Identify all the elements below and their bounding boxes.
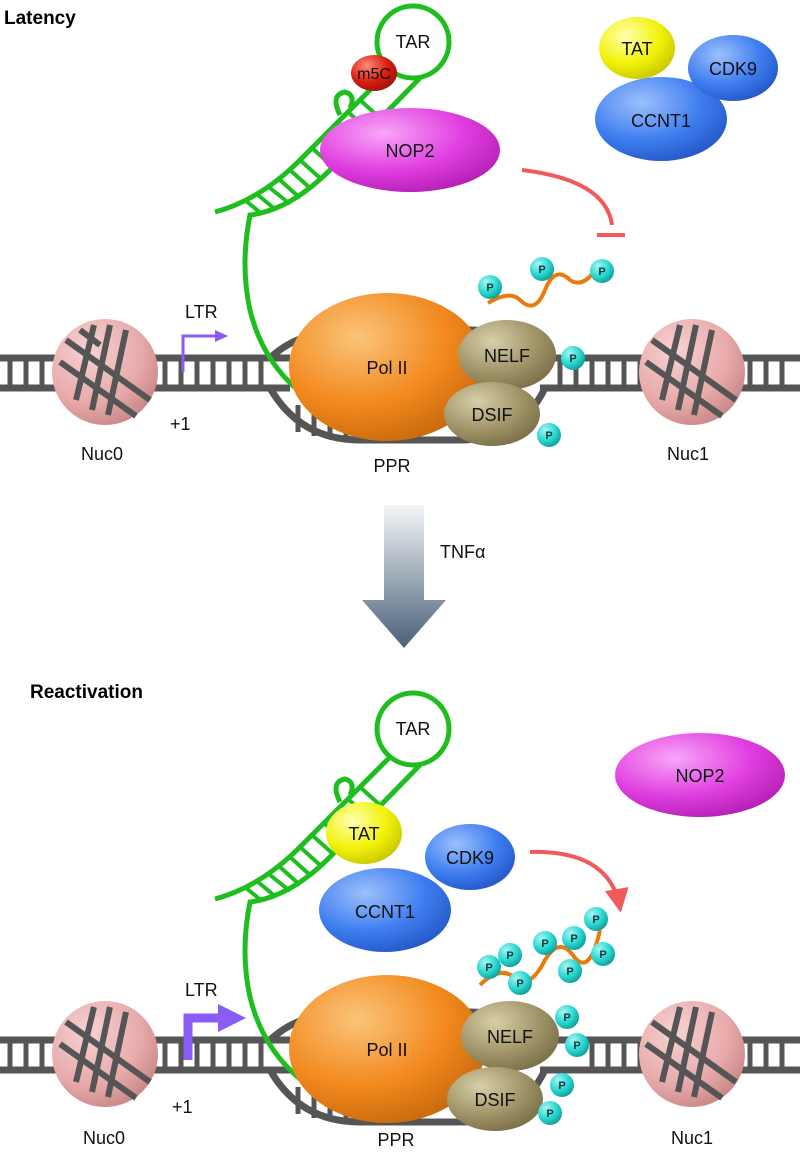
reactivation-ltr-label: LTR [185,980,218,1000]
latency-ltr-arrow [181,334,215,372]
reactivation-nuc1-label: Nuc1 [671,1128,713,1148]
latency-pol2-label: Pol II [366,358,407,378]
reactivation-phosphate: P [584,907,608,931]
reactivation-cdk9-label: CDK9 [446,848,494,868]
phosphate-label: P [573,1040,580,1052]
phosphate-label: P [598,266,605,278]
tnf-transition-arrow [362,505,446,648]
phosphate-label: P [563,1012,570,1024]
latency-cdk9: CDK9 [688,35,778,101]
reactivation-ppr-label: PPR [377,1130,414,1150]
reactivation-ccnt1-label: CCNT1 [355,902,415,922]
latency-nuc0-label: Nuc0 [81,444,123,464]
latency-m5c-label: m5C [357,66,391,83]
phosphate-label: P [516,978,523,990]
reactivation-dsif-label: DSIF [474,1090,515,1110]
reactivation-dsif: DSIF [447,1067,543,1131]
latency-ltr-arrowhead [215,330,228,342]
phosphate-label: P [538,264,545,276]
phosphate-label: P [558,1080,565,1092]
phosphate-label: P [485,962,492,974]
latency-nop2-label: NOP2 [385,141,434,161]
phosphate-label: P [566,966,573,978]
reactivation-phosphate: P [591,942,615,966]
latency-ppr-label: PPR [373,456,410,476]
reactivation-tat-label: TAT [348,824,379,844]
phosphate-label: P [570,933,577,945]
latency-phosphate: P [530,257,554,281]
reactivation-ccnt1: CCNT1 [319,868,451,952]
reactivation-nuc1 [639,1001,745,1107]
reactivation-ctd-tail [478,929,602,987]
phosphate-label: P [546,1108,553,1120]
latency-phosphate: P [561,346,585,370]
latency-nelf-label: NELF [484,346,530,366]
latency-ctd-tail [486,261,602,308]
reactivation-activation-arrow [529,849,629,913]
phosphate-label: P [569,353,576,365]
reactivation-panel: Reactivation [0,682,800,1150]
latency-ltr-label: LTR [185,302,218,322]
reactivation-phosphate: P [538,1101,562,1125]
latency-inhibition-arrow [521,168,614,226]
latency-phosphate: P [478,275,502,299]
latency-phosphate: P [537,423,561,447]
reactivation-nop2-label: NOP2 [675,766,724,786]
reactivation-tar-label: TAR [396,719,431,739]
latency-nuc0 [52,319,158,425]
phosphate-label: P [486,282,493,294]
phosphate-label: P [599,949,606,961]
latency-nuc1 [639,319,745,425]
reactivation-pol2-label: Pol II [366,1040,407,1060]
phosphate-label: P [592,914,599,926]
latency-nelf: NELF [458,320,556,390]
reactivation-phosphate: P [477,955,501,979]
reactivation-phosphate: P [558,959,582,983]
reactivation-title: Reactivation [30,682,143,703]
reactivation-phosphate: P [562,926,586,950]
latency-dsif: DSIF [444,382,540,446]
latency-ccnt1: CCNT1 [595,77,727,161]
reactivation-phosphate: P [508,971,532,995]
latency-m5c: m5C [351,55,397,91]
phosphate-label: P [541,938,548,950]
reactivation-nop2: NOP2 [615,733,785,817]
reactivation-phosphate: P [498,943,522,967]
latency-cdk9-label: CDK9 [709,59,757,79]
reactivation-tat: TAT [326,802,402,864]
reactivation-ltr-arrow [183,1013,222,1060]
reactivation-nuc0-label: Nuc0 [83,1128,125,1148]
reactivation-phosphate: P [565,1033,589,1057]
reactivation-pol2: Pol II [289,975,485,1123]
reactivation-nelf: NELF [461,1001,559,1071]
tnf-label: TNFα [440,542,485,562]
latency-title: Latency [4,8,76,29]
latency-pol2: Pol II [289,293,485,441]
latency-plus1-label: +1 [170,414,191,434]
latency-ccnt1-label: CCNT1 [631,111,691,131]
latency-tat-label: TAT [621,39,652,59]
reactivation-nelf-label: NELF [487,1027,533,1047]
reactivation-phosphate: P [550,1073,574,1097]
latency-dsif-label: DSIF [471,405,512,425]
latency-tar-label: TAR [396,32,431,52]
phosphate-label: P [545,430,552,442]
reactivation-phosphate: P [555,1005,579,1029]
latency-tat: TAT [599,17,675,79]
latency-phosphate: P [590,259,614,283]
phosphate-label: P [506,950,513,962]
reactivation-phosphate: P [533,931,557,955]
reactivation-ltr-arrowhead [218,1004,246,1032]
reactivation-plus1-label: +1 [172,1097,193,1117]
latency-nop2: NOP2 [320,108,500,192]
reactivation-nuc0 [52,1001,158,1107]
reactivation-cdk9: CDK9 [425,824,515,890]
latency-nuc1-label: Nuc1 [667,444,709,464]
latency-panel: Latency [0,3,800,476]
